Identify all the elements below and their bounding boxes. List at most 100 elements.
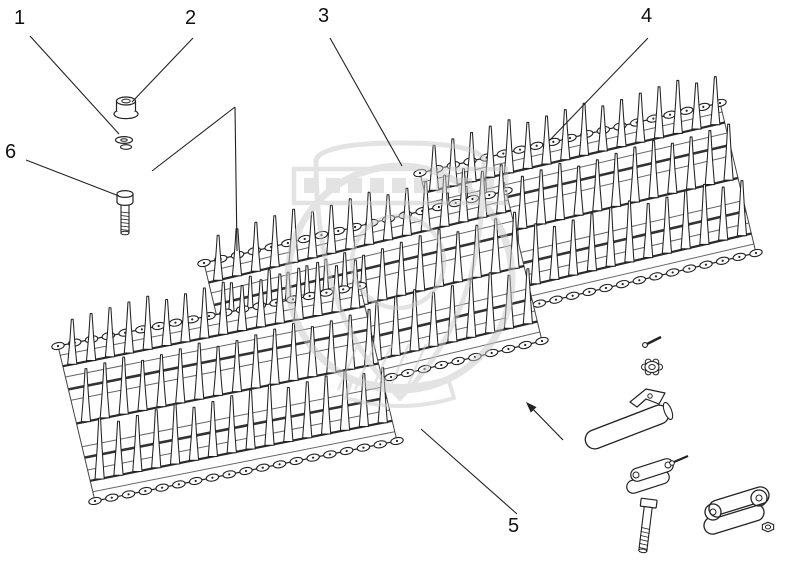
chain-pin	[308, 294, 311, 298]
diagram-shape	[669, 460, 675, 466]
spike-tine	[302, 381, 313, 439]
diagram-shape	[639, 497, 658, 509]
chain-pin	[754, 251, 758, 255]
chain-pin	[704, 263, 708, 266]
spike-tine	[194, 342, 205, 400]
spike-tine	[245, 389, 256, 450]
spike-tine	[326, 320, 337, 374]
watermark-hatch	[336, 343, 360, 391]
spike-tine	[653, 86, 665, 139]
clamp-plate	[629, 388, 666, 408]
diagram-shape	[114, 136, 134, 145]
spike-tine	[94, 417, 105, 480]
diagram-shape	[638, 548, 648, 554]
spike-tine	[686, 136, 697, 190]
spike-tine	[137, 359, 148, 411]
spike-tine	[554, 163, 565, 221]
chain-pin	[342, 288, 345, 291]
spike-tine	[170, 403, 181, 465]
spike-tine	[142, 295, 153, 350]
chain-pin	[588, 290, 591, 293]
thread-line	[639, 538, 649, 542]
spike-tine	[672, 79, 683, 134]
spike-tine	[321, 375, 332, 435]
spike-tine	[578, 102, 590, 156]
leader-line-6	[25, 159, 120, 197]
spike-tine	[358, 372, 370, 427]
spike-tine	[549, 225, 560, 280]
spike-tine	[522, 268, 534, 325]
chain-pin	[418, 171, 422, 175]
spike-tine	[629, 146, 640, 203]
slat-bar	[65, 316, 368, 378]
spike-tine	[573, 165, 584, 216]
chain-pin	[325, 291, 328, 294]
spike-tine	[485, 272, 496, 334]
spike-tine	[231, 228, 243, 277]
spike-tine	[377, 248, 388, 301]
assembly-arrow-head	[526, 402, 537, 413]
spike-tine	[226, 395, 237, 454]
chain-pin	[194, 479, 197, 483]
spike-tine	[667, 142, 678, 194]
diagram-shape	[121, 98, 131, 104]
chain-pin	[177, 483, 180, 486]
chain-pin	[688, 267, 691, 270]
chain-pin	[395, 439, 399, 443]
spike-tine	[517, 175, 528, 229]
spike-tine	[283, 386, 294, 442]
chain-pin	[671, 271, 674, 274]
flat-washer	[114, 136, 134, 150]
spacer-tube	[584, 401, 674, 450]
leader-line-extra	[234, 106, 238, 252]
leader-line-4	[548, 37, 649, 142]
chain-pin	[278, 463, 281, 466]
thread-line	[120, 218, 130, 221]
spike-tine	[236, 285, 248, 332]
chain-pin	[211, 476, 214, 479]
spike-tine	[723, 123, 734, 181]
diagram-shape	[116, 190, 134, 199]
cotter-pin	[642, 335, 662, 348]
spike-tine	[250, 221, 261, 272]
spike-tine	[132, 414, 143, 472]
chain-pin	[488, 193, 491, 197]
watermark-hatch	[387, 343, 411, 391]
fastener-and-link-parts	[113, 96, 775, 554]
spike-tine	[568, 219, 579, 276]
chain-pin	[685, 109, 688, 112]
chain-pin	[524, 343, 527, 347]
diagram-shape	[764, 524, 772, 530]
chain-pin	[337, 229, 340, 233]
spike-tine	[212, 234, 224, 281]
callout-number-5: 5	[508, 515, 520, 537]
diagram-shape	[646, 335, 662, 346]
thread-line	[639, 542, 649, 546]
chain-pin	[554, 298, 558, 301]
diagram-shape	[648, 364, 656, 370]
chain-pin	[702, 105, 705, 108]
spike-tine	[218, 281, 229, 335]
spike-tine	[118, 356, 129, 415]
chain-pin	[207, 314, 211, 318]
spike-tine	[293, 267, 304, 320]
spike-tine	[699, 183, 710, 245]
chain-pin	[552, 140, 555, 143]
spike-tine	[452, 231, 464, 283]
spike-tine	[123, 301, 134, 354]
thread-line	[640, 534, 650, 538]
callout-number-4: 4	[641, 5, 653, 27]
spike-tine	[736, 180, 748, 237]
watermark-hatch	[370, 343, 394, 391]
diagram-shape	[673, 454, 689, 464]
callout-number-1: 1	[14, 7, 26, 29]
spike-tine	[345, 198, 356, 250]
chain-pin	[490, 351, 493, 355]
spike-tine	[661, 196, 673, 254]
chain-pin	[228, 473, 231, 476]
spike-tine	[680, 190, 691, 250]
watermark-inner-circle	[349, 213, 447, 311]
assembly-arrow-line	[533, 409, 564, 441]
chain-pin	[312, 456, 315, 459]
